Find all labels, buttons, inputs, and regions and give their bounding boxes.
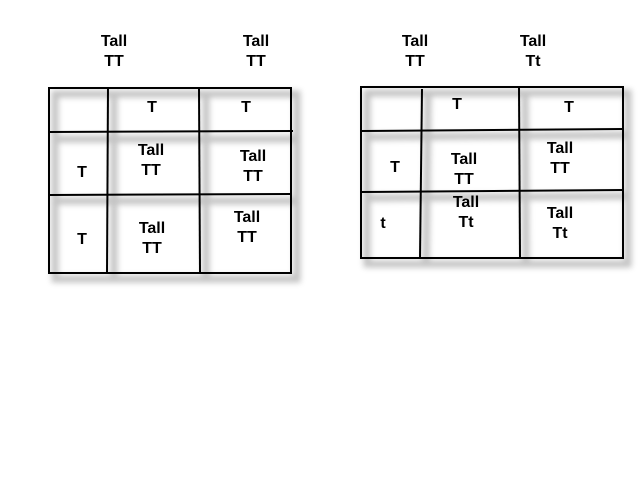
square2-row-allele: T [390,159,400,176]
parent-genotype: Tt [525,53,541,70]
parent-genotype: TT [246,53,266,70]
square1-parent-2-label: Tall TT [243,32,269,72]
square1-row-allele: T [77,231,87,248]
parent-phenotype: Tall [100,33,128,50]
grid-shadow [363,89,632,268]
square2-parent-1-label: Tall TT [402,32,428,72]
square1-cell: Tall TT [139,219,165,259]
cell-phenotype: Tall [233,209,261,226]
cell-phenotype: Tall [239,148,267,165]
cell-phenotype: Tall [450,151,478,168]
cell-genotype: Tt [552,225,568,242]
square2-cell: Tall TT [451,150,477,190]
square1-col-allele: T [147,99,157,116]
cell-genotype: TT [237,229,257,246]
square2-col-allele: T [452,96,462,113]
grid-divider-vertical [518,86,521,259]
cell-genotype: TT [243,168,263,185]
square1-row-allele: T [77,164,87,181]
cell-phenotype: Tall [138,220,166,237]
grid-shadow [51,90,301,283]
square1-cell: Tall TT [138,141,164,181]
square2-cell: Tall TT [547,139,573,179]
cell-phenotype: Tall [546,140,574,157]
square2-col-allele: T [564,99,574,116]
grid-divider-vertical [198,87,201,274]
cell-phenotype: Tall [137,142,165,159]
square1-parent-1-label: Tall TT [101,32,127,72]
parent-genotype: TT [104,53,124,70]
grid-divider-horizontal [48,130,294,133]
cell-phenotype: Tall [452,194,480,211]
grid-border [360,86,624,259]
square1-cell: Tall TT [240,147,266,187]
cell-genotype: TT [142,240,162,257]
parent-genotype: TT [405,53,425,70]
square1-cell: Tall TT [234,208,260,248]
parent-phenotype: Tall [519,33,547,50]
cell-genotype: TT [141,162,161,179]
grid-divider-horizontal [48,193,292,196]
square2-cell: Tall Tt [453,193,479,233]
cell-genotype: Tt [458,214,474,231]
grid-divider-vertical [106,86,109,275]
cell-genotype: TT [550,160,570,177]
square2-cell: Tall Tt [547,204,573,244]
parent-phenotype: Tall [242,33,270,50]
square2-parent-2-label: Tall Tt [520,32,546,72]
grid-divider-vertical [419,88,423,259]
cell-phenotype: Tall [546,205,574,222]
grid-divider-horizontal [360,128,624,132]
square1-col-allele: T [241,99,251,116]
cell-genotype: TT [454,171,474,188]
grid-divider-horizontal [360,189,624,193]
parent-phenotype: Tall [401,33,429,50]
grid-border [48,87,292,274]
square2-row-allele: t [380,215,386,232]
